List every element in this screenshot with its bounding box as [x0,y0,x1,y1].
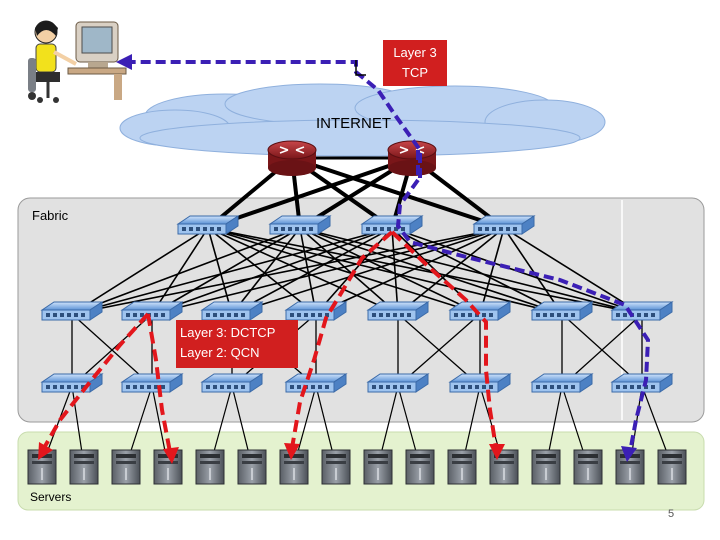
core-agg-link [207,227,563,315]
core-agg-link [231,227,393,315]
fabric-callout-layer3: Layer 3: DCTCP [180,325,276,340]
core-agg-link [151,227,209,315]
router-core-link [207,156,413,230]
core-agg-link [299,227,399,315]
router-core-link [291,156,505,230]
server-tower-icon [321,449,351,485]
fabric-callout-layer2: Layer 2: QCN [180,345,260,360]
core-agg-link [397,227,505,315]
tcp-callout: Layer 3 TCP [383,40,447,86]
blue-arrowhead [621,446,637,462]
server-tower-icon [363,449,393,485]
switch-icon [176,215,240,235]
core-agg-link [231,227,505,315]
core-agg-link [391,227,399,315]
switch-icon [366,301,430,321]
red-arrowhead-2 [489,444,505,460]
link-group [41,156,673,467]
switch-icon [530,373,594,393]
tcp-callout-protocol: TCP [402,65,428,80]
switch-icon [472,215,536,235]
switch-icon [120,373,184,393]
server-tower-icon [195,449,225,485]
device-group [27,140,687,485]
core-agg-link [231,227,301,315]
red-path-4 [42,312,150,449]
server-tower-icon [573,449,603,485]
switch-icon [366,373,430,393]
core-agg-link [71,227,393,315]
switch-icon [268,215,332,235]
core-agg-link [207,227,233,315]
tcp-callout-layer: Layer 3 [393,45,437,60]
core-agg-link [503,227,563,315]
server-tower-icon [237,449,267,485]
fabric-panel [17,197,705,423]
tcp-path-arrowhead [116,54,132,70]
switch-icon [120,301,184,321]
switch-icon [610,373,674,393]
server-tower-icon [279,449,309,485]
red-path-2 [390,230,498,449]
switch-icon [40,373,104,393]
red-path-1 [290,230,394,449]
tcp-bracket [355,60,366,76]
core-agg-link [207,227,643,315]
switch-icon [284,373,348,393]
red-arrowhead-1 [284,443,300,460]
core-agg-link [207,227,481,315]
internet-cloud [119,83,606,157]
core-agg-link [207,227,317,315]
core-agg-link [71,227,301,315]
server-tower-icon [447,449,477,485]
switch-icon [610,301,674,321]
core-agg-link [299,227,643,315]
server-tower-icon [489,449,519,485]
core-agg-link [299,227,481,315]
red-arrowhead-3 [163,447,179,464]
core-agg-link [151,227,301,315]
router-icon [267,140,317,176]
core-agg-link [207,227,399,315]
switch-icon [284,301,348,321]
red-arrowhead-4 [38,442,53,460]
server-tower-icon [69,449,99,485]
core-agg-link [71,227,505,315]
core-agg-link [299,227,317,315]
server-tower-icon [657,449,687,485]
core-agg-link [151,227,505,315]
switch-icon [448,301,512,321]
core-agg-link [391,227,563,315]
server-tower-icon [531,449,561,485]
fabric-label: Fabric [32,208,69,223]
server-tower-icon [405,449,435,485]
fabric-callout: Layer 3: DCTCP Layer 2: QCN [176,320,298,368]
core-agg-link [503,227,643,315]
core-agg-link [151,227,393,315]
switch-icon [40,301,104,321]
core-agg-link [479,227,505,315]
switch-icon [448,373,512,393]
blue-fabric-path [395,150,651,453]
user-icon [28,20,127,103]
internet-label: INTERNET [316,115,391,132]
core-agg-link [71,227,209,315]
server-tower-icon [111,449,141,485]
router-icon [387,140,437,176]
red-path-3 [146,313,172,453]
core-agg-link [315,227,505,315]
switch-icon [360,215,424,235]
page-number: 5 [668,508,675,520]
switch-icon [200,301,264,321]
servers-label: Servers [30,490,72,504]
switch-icon [200,373,264,393]
switch-icon [530,301,594,321]
